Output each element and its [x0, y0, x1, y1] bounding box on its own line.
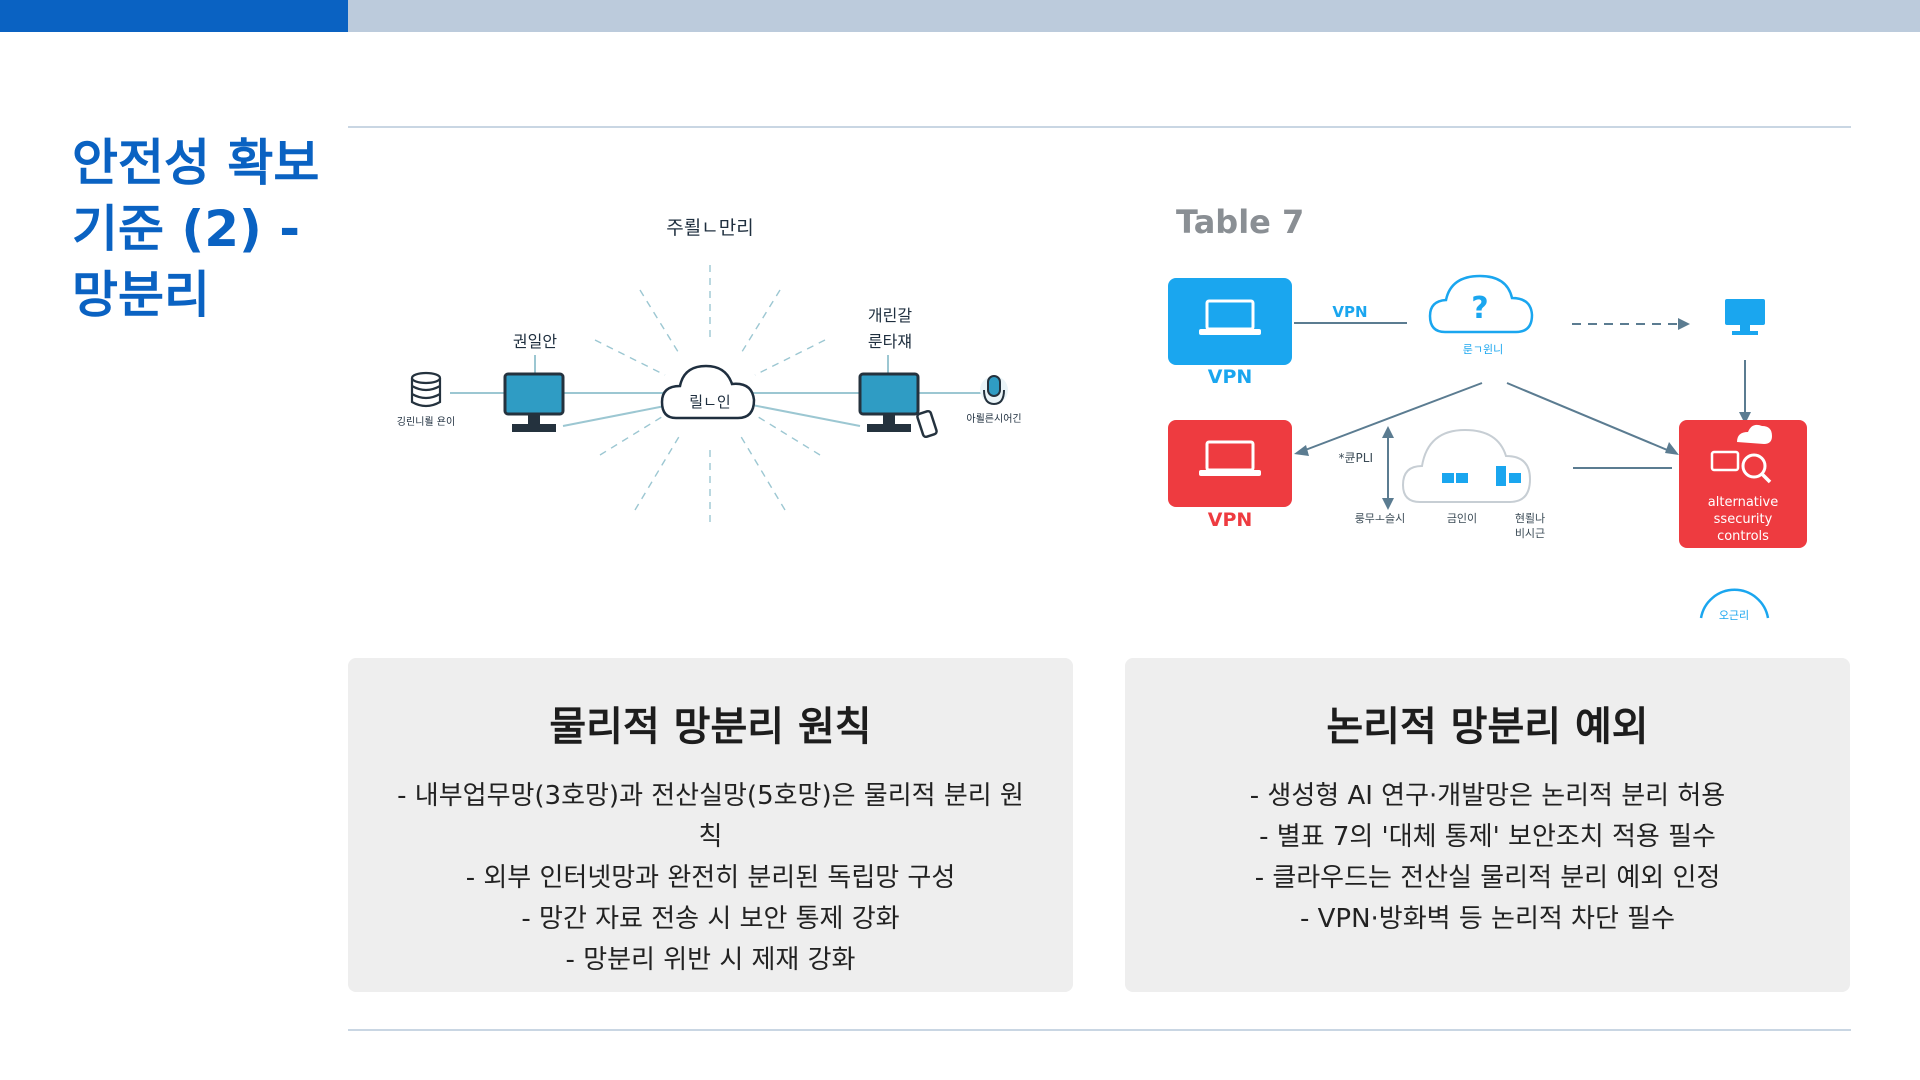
cloud-icon — [660, 364, 756, 420]
right-computer-label-2: 룬타쟤 — [868, 332, 912, 351]
alternative-controls-box — [1679, 420, 1807, 548]
monitor-icon — [503, 372, 565, 432]
alternative-label-2: ssecurity — [1714, 512, 1773, 527]
cloud-icon — [1401, 428, 1532, 503]
mobile-phone-icon — [916, 409, 938, 439]
alternative-label-3: controls — [1717, 529, 1769, 544]
cloud-question-label: 룬ㄱ윈니 — [1463, 342, 1503, 356]
left-computer-label: 권일안 — [513, 332, 557, 351]
microphone-label: 아뢸른시어긴 — [966, 413, 1021, 425]
network-diagram-left-svg: 릴ㄴ인 주뢸ㄴ만리 권일안 — [397, 217, 1022, 525]
alternative-label-1: alternative — [1708, 495, 1778, 510]
card-list: - 내부업무망(3호망)과 전산실망(5호망)은 물리적 분리 원칙 - 외부 … — [348, 776, 1073, 981]
slide-title: 안전성 확보 기준 (2) - 망분리 — [72, 134, 320, 324]
ray-lines — [594, 265, 826, 525]
monitor-icon — [858, 372, 920, 432]
top-label: 주뢸ㄴ만리 — [666, 217, 753, 239]
svg-text:?: ? — [1471, 291, 1488, 326]
card-list: - 생성형 AI 연구·개발망은 논리적 분리 허용 - 별표 7의 '대체 통… — [1125, 776, 1850, 940]
alternative-controls-diagram: Table 7 VPN VPN — [1160, 190, 1820, 620]
top-divider — [348, 126, 1851, 128]
laptop-icon — [1168, 278, 1292, 365]
list-item: - 별표 7의 '대체 통제' 보안조치 적용 필수 — [1259, 822, 1716, 852]
database-icon — [410, 371, 442, 408]
card-title: 물리적 망분리 원칙 — [549, 704, 872, 750]
cloud-sub-label-2a: 현뢸나 — [1515, 512, 1545, 525]
arrows — [1294, 322, 1746, 508]
list-item: - 내부업무망(3호망)과 전산실망(5호망)은 물리적 분리 원칙 — [397, 781, 1024, 852]
list-item: - 망간 자료 전송 시 보안 통제 강화 — [521, 904, 900, 934]
cloud-sub-label-2b: 비시근 — [1515, 527, 1545, 540]
arrowheads — [1294, 318, 1751, 510]
logical-separation-card: 논리적 망분리 예외 - 생성형 AI 연구·개발망은 논리적 분리 허용 - … — [1125, 658, 1850, 992]
arrow-label: *큔PLI — [1338, 451, 1373, 465]
cloud-sub-label-1: 금인이 — [1447, 512, 1477, 525]
vpn-top-label: VPN — [1208, 366, 1253, 388]
alternative-controls-diagram-svg: Table 7 VPN VPN — [1168, 203, 1807, 620]
list-item: - 외부 인터넷망과 완전히 분리된 독립망 구성 — [465, 863, 956, 893]
figure-caption: Table 7 — [1176, 203, 1304, 241]
list-item: - 망분리 위반 시 제재 강화 — [565, 945, 856, 975]
magnifier-icon — [1741, 453, 1772, 484]
microphone-icon — [980, 375, 1008, 406]
connection-lines — [450, 355, 985, 427]
bottom-divider — [348, 1029, 1851, 1031]
top-bar — [348, 0, 1920, 32]
partial-circle-label: 오근리 — [1719, 609, 1749, 620]
list-item: - VPN·방화벽 등 논리적 차단 필수 — [1299, 904, 1675, 934]
physical-separation-card: 물리적 망분리 원칙 - 내부업무망(3호망)과 전산실망(5호망)은 물리적 … — [348, 658, 1073, 992]
vpn-link-label: VPN — [1332, 303, 1367, 321]
partial-circle-badge: 오근리 — [1699, 588, 1770, 620]
card-title: 논리적 망분리 예외 — [1326, 704, 1649, 750]
monitor-icon — [1725, 299, 1765, 335]
vpn-bottom-label: VPN — [1208, 509, 1253, 531]
top-accent-bar — [0, 0, 348, 32]
right-computer-label-1: 개린갈 — [868, 306, 912, 325]
center-label: 릴ㄴ인 — [689, 393, 730, 411]
list-item: - 생성형 AI 연구·개발망은 논리적 분리 허용 — [1249, 781, 1726, 811]
question-cloud-icon: ? — [1428, 274, 1534, 334]
list-item: - 클라우드는 전산실 물리적 분리 예외 인정 — [1254, 863, 1721, 893]
under-arrow-label: 룽무ㅗ슬시 — [1355, 512, 1406, 525]
network-diagram-left: 릴ㄴ인 주뢸ㄴ만리 권일안 — [380, 190, 1040, 560]
laptop-icon — [1168, 420, 1292, 507]
database-label: 깅린니뢸 욘이 — [397, 416, 455, 428]
